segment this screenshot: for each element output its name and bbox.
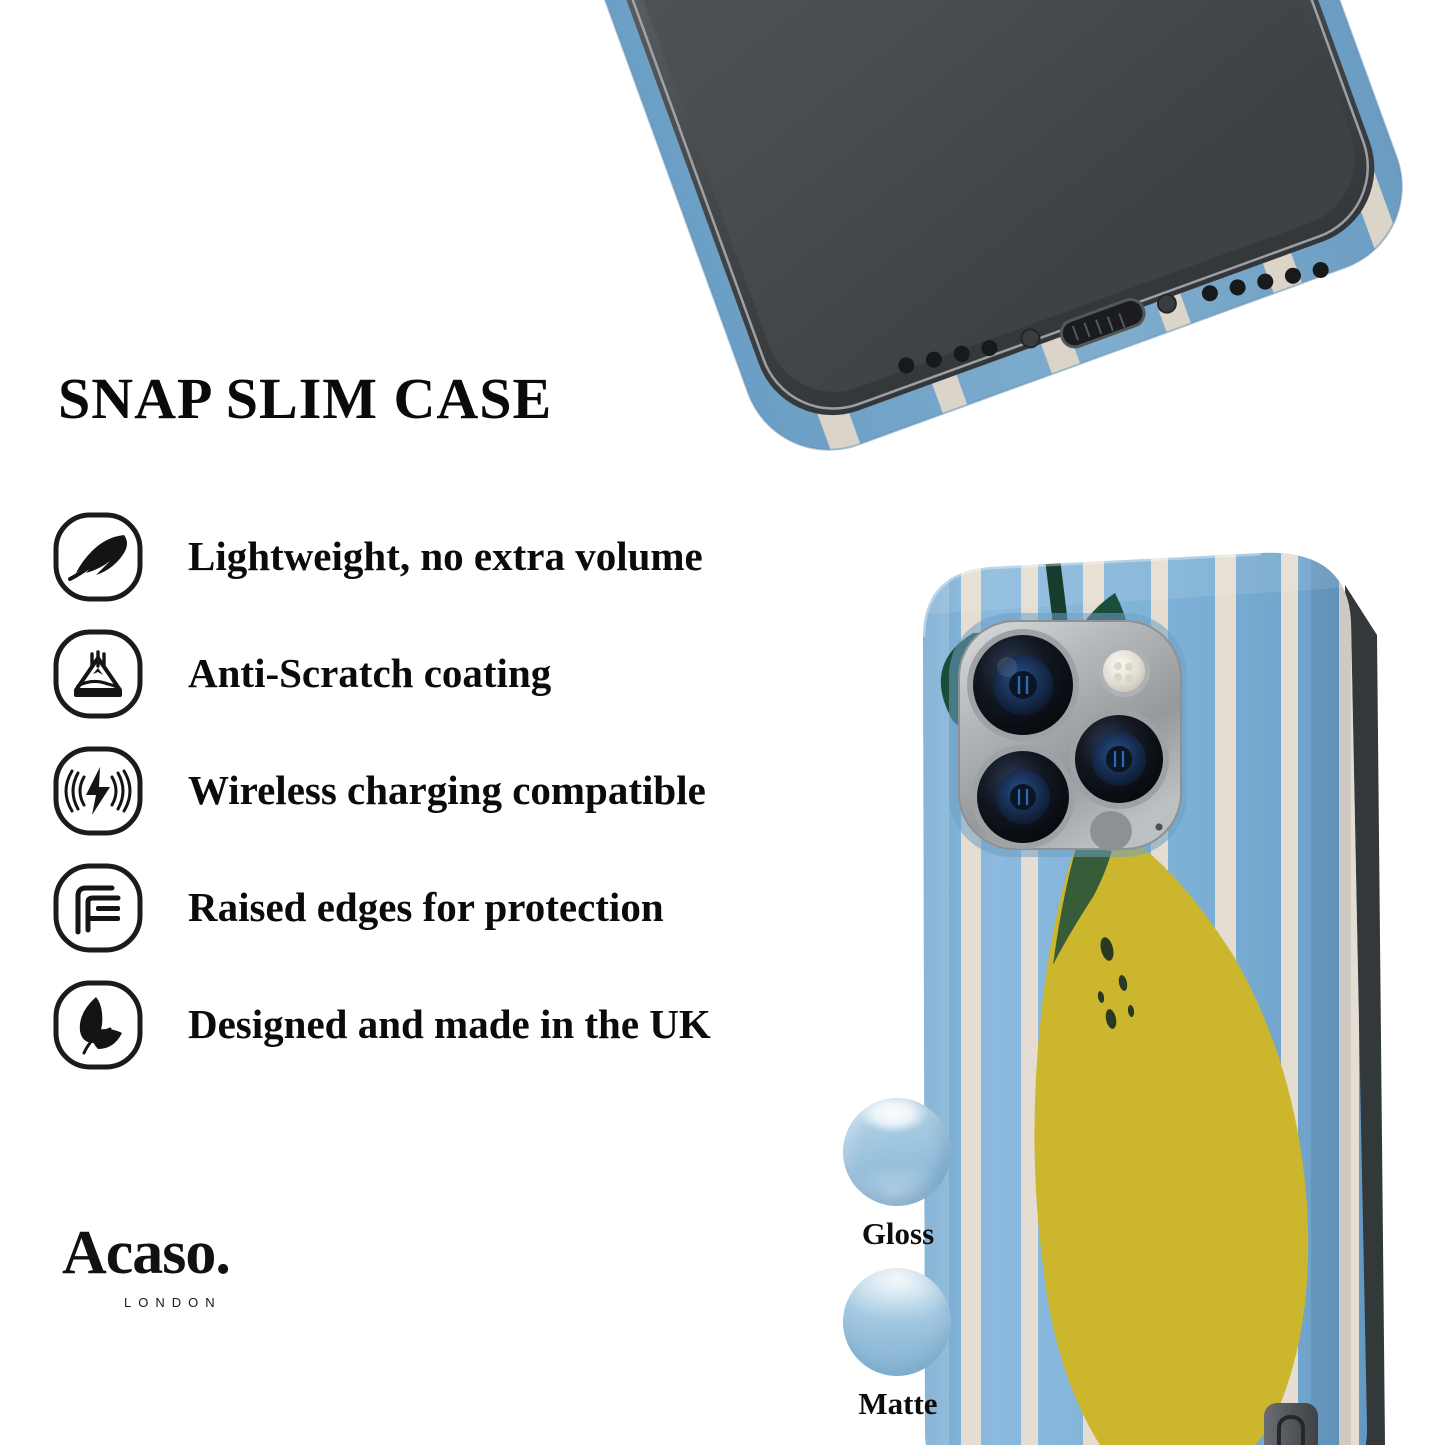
leaf-icon bbox=[52, 979, 144, 1071]
finish-option-gloss[interactable]: Gloss bbox=[843, 1098, 953, 1252]
phone-front-view bbox=[490, 0, 1445, 526]
feature-item-lightweight: Lightweight, no extra volume bbox=[52, 498, 842, 615]
action-button bbox=[1264, 1403, 1318, 1445]
finish-label: Gloss bbox=[861, 1216, 935, 1251]
feature-list: Lightweight, no extra volume Anti-Scratc… bbox=[52, 498, 842, 1083]
feature-label: Raised edges for protection bbox=[188, 884, 664, 930]
charging-port bbox=[1059, 297, 1146, 349]
anti-scratch-icon bbox=[52, 628, 144, 720]
lidar-sensor bbox=[1090, 811, 1132, 851]
camera-microphone bbox=[1155, 823, 1163, 831]
feature-label: Lightweight, no extra volume bbox=[188, 533, 703, 579]
camera-lens-wide bbox=[967, 629, 1079, 741]
feature-item-anti-scratch: Anti-Scratch coating bbox=[52, 615, 842, 732]
phone-bottom-hardware bbox=[898, 261, 1329, 374]
brand-logo: Acaso. LONDON bbox=[62, 1219, 231, 1310]
camera-lens-telephoto bbox=[1069, 709, 1169, 809]
feature-label: Wireless charging compatible bbox=[188, 767, 706, 813]
feature-item-raised-edges: Raised edges for protection bbox=[52, 849, 842, 966]
feature-item-wireless-charging: Wireless charging compatible bbox=[52, 732, 842, 849]
finish-option-matte[interactable]: Matte bbox=[843, 1268, 953, 1422]
wireless-charging-icon bbox=[52, 745, 144, 837]
camera-lens-ultrawide bbox=[971, 745, 1075, 849]
finish-label: Matte bbox=[858, 1386, 938, 1421]
lemon-texture-marks bbox=[1097, 937, 1135, 1029]
feature-item-made-in-uk: Designed and made in the UK bbox=[52, 966, 842, 1083]
matte-swatch[interactable] bbox=[843, 1268, 951, 1376]
finish-swatch-group: Gloss Matte bbox=[843, 1098, 953, 1438]
feature-label: Designed and made in the UK bbox=[188, 1001, 711, 1047]
camera-module bbox=[949, 613, 1187, 857]
raised-edges-icon bbox=[52, 862, 144, 954]
brand-location: LONDON bbox=[124, 1295, 222, 1310]
phone-screen bbox=[576, 0, 1355, 392]
brand-name: Acaso. bbox=[62, 1219, 231, 1287]
feature-label: Anti-Scratch coating bbox=[188, 650, 552, 696]
gloss-swatch[interactable] bbox=[843, 1098, 951, 1206]
lemon-body bbox=[1034, 822, 1309, 1445]
side-buttons bbox=[1264, 1403, 1318, 1445]
feather-icon bbox=[52, 511, 144, 603]
page-title: SNAP SLIM CASE bbox=[58, 366, 553, 431]
phone-back-view bbox=[915, 545, 1385, 1445]
